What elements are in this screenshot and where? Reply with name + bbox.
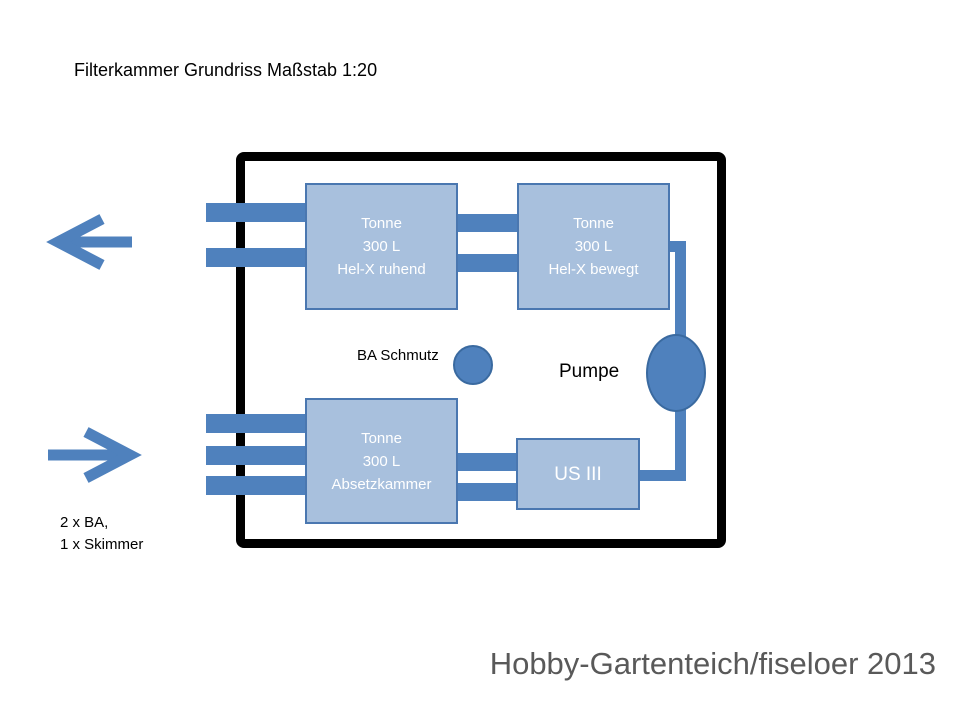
- connector-pipe-bottom-2: [457, 483, 519, 501]
- ba-schmutz-label: BA Schmutz: [357, 347, 439, 364]
- outlet-pipe-1: [206, 203, 306, 222]
- tank-label-line1: Tonne: [361, 429, 402, 447]
- inlet-note-line2: 1 x Skimmer: [60, 536, 144, 553]
- pump: [646, 334, 706, 412]
- credit-text: Hobby-Gartenteich/fiseloer 2013: [489, 646, 936, 681]
- tank-label-line3: Hel-X bewegt: [548, 261, 639, 278]
- outlet-pipe-2: [206, 248, 306, 267]
- tank-label-line1: Tonne: [361, 215, 402, 232]
- inlet-note: 2 x BA, 1 x Skimmer: [60, 512, 143, 556]
- tank-label-line1: Tonne: [573, 215, 614, 232]
- tank-label-line2: 300 L: [574, 238, 613, 255]
- tank-label-line2: 300 L: [362, 452, 401, 470]
- tank-helx-ruhend: Tonne 300 L Hel-X ruhend: [305, 183, 458, 310]
- tank-helx-bewegt: Tonne 300 L Hel-X bewegt: [517, 183, 670, 310]
- us-label: US III: [554, 463, 602, 485]
- tank-label-line2: 300 L: [362, 238, 401, 255]
- pump-label: Pumpe: [559, 361, 620, 382]
- inlet-pipe-1: [206, 414, 306, 433]
- inlet-pipe-2: [206, 446, 306, 465]
- pump-feed-pipe: [638, 470, 686, 481]
- tank-label-line3: Hel-X ruhend: [337, 261, 426, 278]
- connector-pipe-top-2: [457, 254, 519, 272]
- uv-clarifier-us-iii: US III: [516, 438, 640, 510]
- arrow-left-icon: [46, 214, 132, 270]
- diagram-title: Filterkammer Grundriss Maßstab 1:20: [74, 60, 378, 80]
- tank-label-line3: Absetzkammer: [331, 475, 432, 493]
- tank-absetzkammer: Tonne 300 L Absetzkammer: [305, 398, 458, 524]
- arrow-right-icon: [48, 427, 142, 483]
- connector-pipe-top-1: [457, 214, 519, 232]
- inlet-pipe-3: [206, 476, 306, 495]
- ba-schmutz-drain: [453, 345, 493, 385]
- inlet-note-line1: 2 x BA,: [60, 514, 109, 531]
- filter-chamber-frame: [236, 152, 726, 548]
- connector-pipe-bottom-1: [457, 453, 519, 471]
